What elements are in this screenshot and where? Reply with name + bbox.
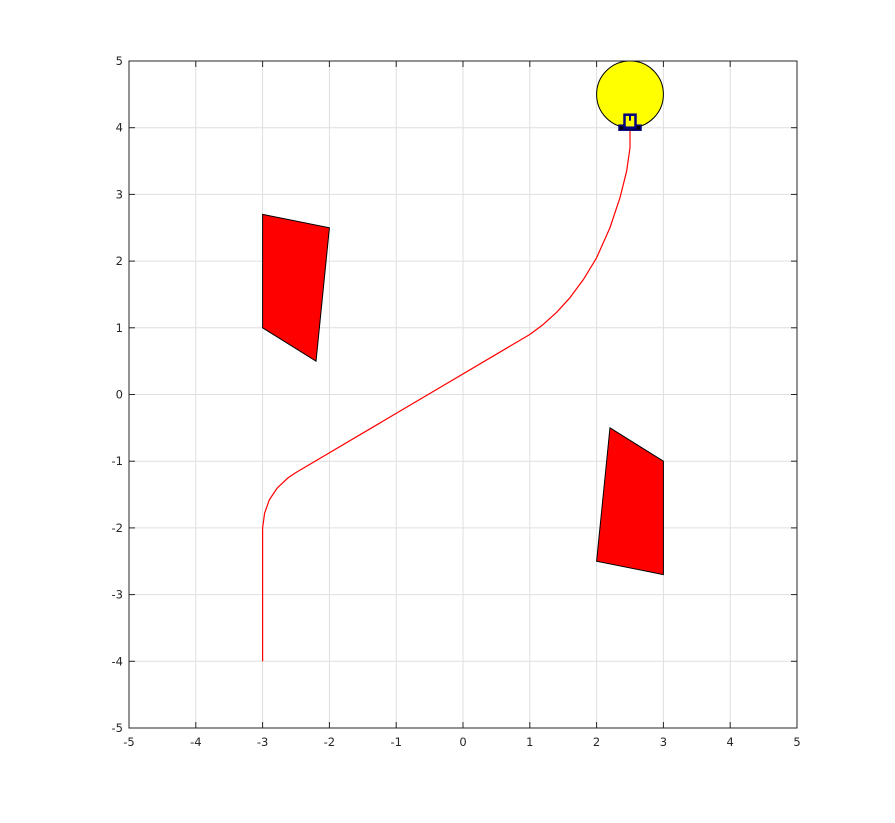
- y-tick-label: -4: [112, 654, 123, 668]
- trajectory-layer: [262, 127, 631, 662]
- x-tick-label: 4: [727, 735, 734, 749]
- x-tick-label: -5: [123, 735, 134, 749]
- x-tick-label: 0: [459, 735, 466, 749]
- obstacles-layer: [262, 213, 664, 576]
- trajectory-line: [262, 127, 631, 662]
- x-tick-label: -3: [257, 735, 268, 749]
- obstacle-polygon: [262, 213, 330, 362]
- x-tick-label: -4: [190, 735, 201, 749]
- y-tick-label: 2: [116, 254, 123, 268]
- x-tick-label: 5: [793, 735, 800, 749]
- obstacle-polygon: [596, 427, 664, 576]
- x-tick-label: -2: [324, 735, 335, 749]
- y-tick-label: 5: [116, 54, 123, 68]
- robot-layer: [618, 113, 642, 131]
- y-tick-label: -1: [112, 454, 123, 468]
- y-tick-label: 3: [116, 187, 123, 201]
- x-tick-label: 1: [526, 735, 533, 749]
- y-tick-label: 4: [116, 121, 123, 135]
- x-tick-label: -1: [390, 735, 401, 749]
- y-tick-label: 1: [116, 321, 123, 335]
- y-tick-label: -3: [112, 588, 123, 602]
- y-axis-ticks: -5 -4 -3 -2 -1 0 1 2 3 4 5: [112, 54, 797, 735]
- x-tick-label: 3: [660, 735, 667, 749]
- y-tick-label: -5: [112, 721, 123, 735]
- x-tick-label: 2: [593, 735, 600, 749]
- y-tick-label: -2: [112, 521, 123, 535]
- y-tick-label: 0: [116, 388, 123, 402]
- x-axis-ticks: -5 -4 -3 -2 -1 0 1 2 3 4 5: [123, 61, 801, 749]
